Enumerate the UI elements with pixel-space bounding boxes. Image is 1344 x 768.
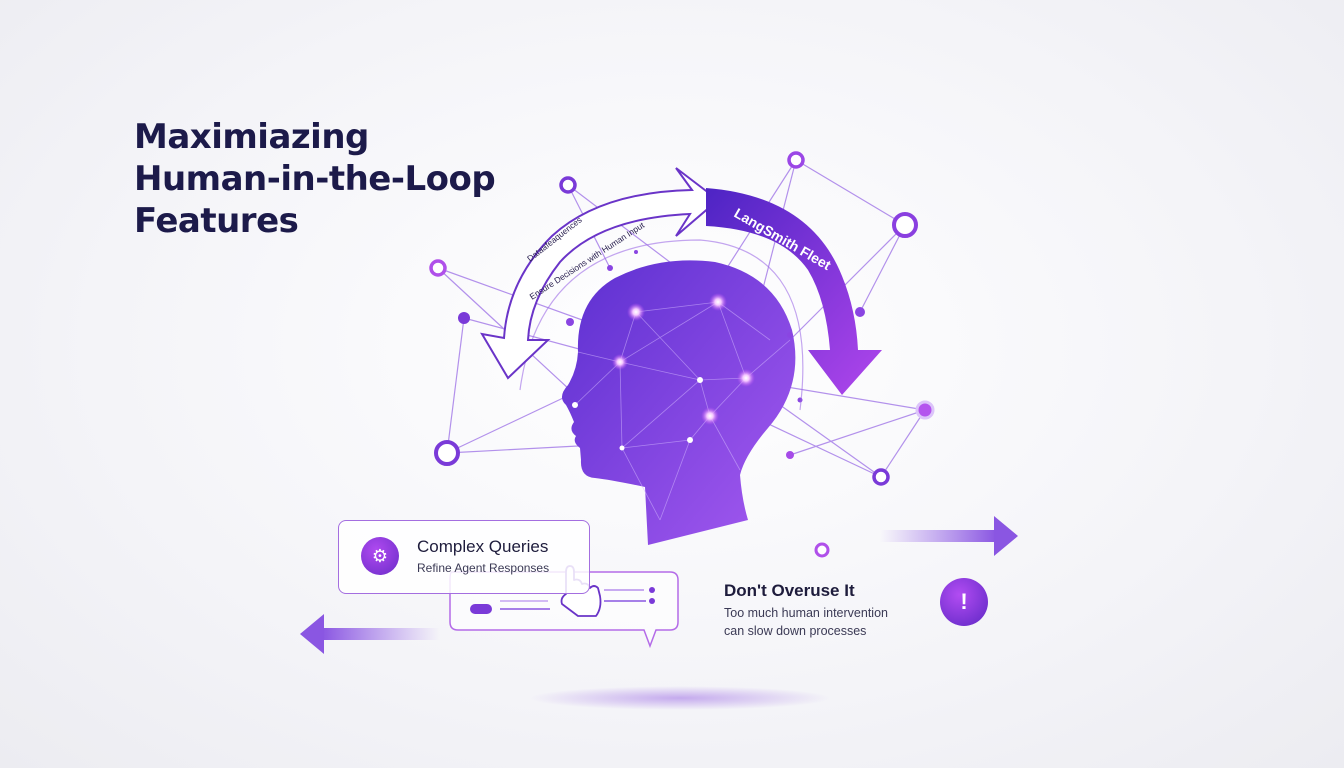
card-title: Complex Queries	[417, 537, 549, 556]
warning-title: Don't Overuse It	[724, 581, 855, 600]
page-title: Maximiazing Human-in-the-Loop Features	[134, 116, 554, 242]
head-nodes	[572, 293, 755, 451]
card-subtitle: Refine Agent Responses	[417, 561, 550, 575]
warning-text-line-2: can slow down processes	[724, 624, 867, 638]
network-nodes	[429, 151, 935, 558]
warning-text-line-1: Too much human intervention	[724, 606, 888, 620]
arc-guide	[519, 239, 804, 411]
head-gear-icon: ⚙	[361, 537, 399, 575]
head-silhouette	[561, 260, 796, 545]
left-fade-arrow	[300, 614, 440, 654]
title-line-3: Features	[134, 201, 299, 241]
right-fade-arrow	[880, 516, 1018, 556]
complex-queries-card: ⚙ Complex Queries Refine Agent Responses	[338, 520, 590, 594]
floor-shadow	[530, 686, 830, 710]
alert-shield-icon: !	[940, 578, 988, 626]
title-line-1: Maximiazing	[134, 117, 369, 157]
title-line-2: Human-in-the-Loop	[134, 159, 496, 199]
